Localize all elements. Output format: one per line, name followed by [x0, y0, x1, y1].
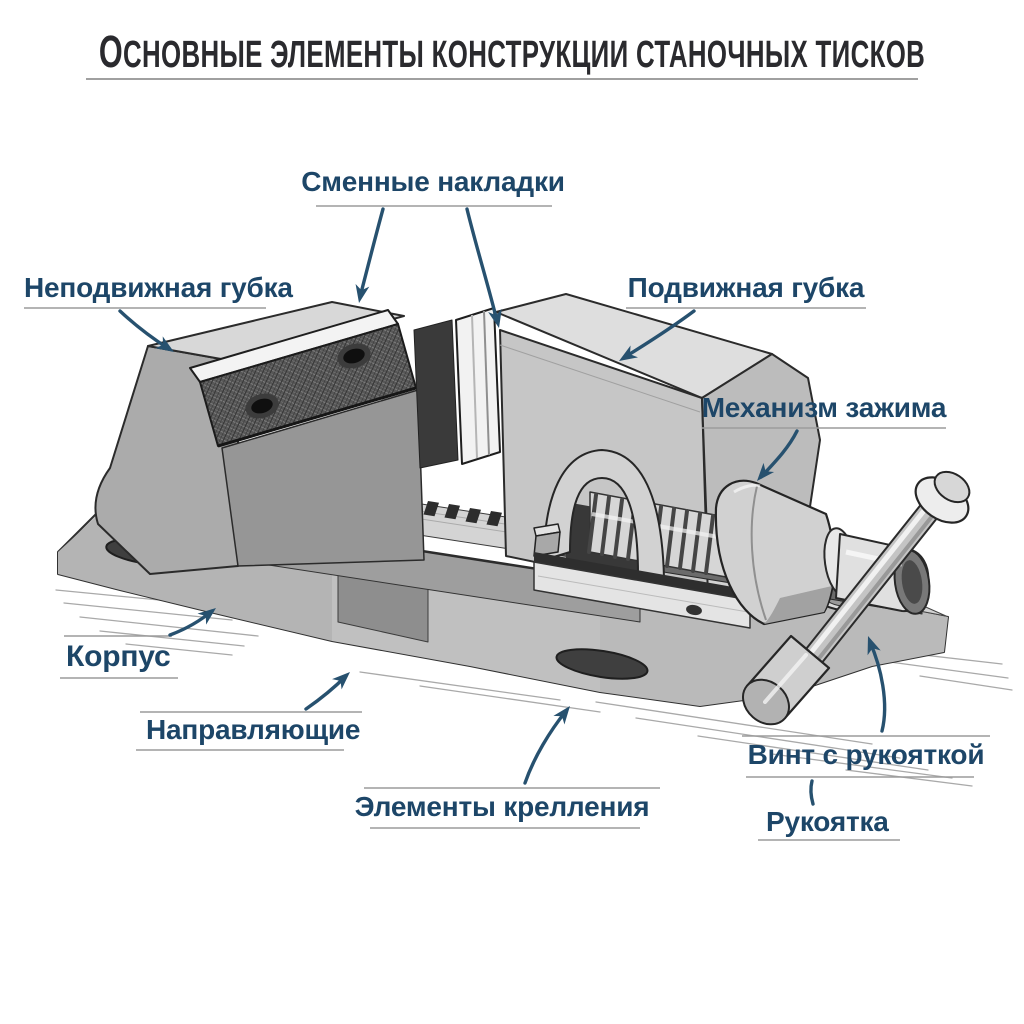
label-replaceable-pads: Сменные накладки [301, 166, 565, 197]
arrow-replaceable-pads-left [358, 207, 385, 299]
guide-rail [533, 552, 751, 629]
label-guides: Направляющие [146, 714, 361, 745]
handle-knob-top [914, 470, 971, 524]
label-fastening-elements: Элементы крелления [354, 791, 650, 822]
arrow-fixed-jaw [118, 309, 171, 351]
jaw-pad-right [455, 307, 501, 465]
label-screw-with-handle: Винт с рукояткой [747, 739, 985, 770]
callout-arrows [118, 207, 887, 806]
arrow-fastening-elements [523, 709, 568, 785]
handle-knob-bottom [742, 634, 831, 726]
page-title: ОСНОВНЫЕ ЭЛЕМЕНТЫ КОНСТРУКЦИИ СТАНОЧНЫХ … [98, 26, 926, 77]
label-handle: Рукоятка [766, 806, 889, 837]
arrow-guides [304, 674, 348, 711]
base-slot-right [555, 648, 649, 680]
fixed-jaw [94, 301, 425, 575]
arrow-screw-with-handle [868, 640, 887, 733]
handle-tick-line [809, 779, 815, 806]
jaw-gap [413, 319, 459, 469]
label-fixed-jaw: Неподвижная губка [24, 272, 293, 303]
leader-lines [24, 78, 990, 841]
vise-art [55, 293, 1013, 787]
handle-rod [786, 488, 950, 688]
arrow-replaceable-pads-right [465, 207, 499, 323]
label-body: Корпус [66, 640, 171, 673]
label-clamping-mechanism: Механизм зажима [701, 392, 947, 423]
label-movable-jaw: Подвижная губка [627, 272, 865, 303]
arrow-movable-jaw [623, 309, 696, 359]
jaw-pad-left [189, 309, 417, 448]
